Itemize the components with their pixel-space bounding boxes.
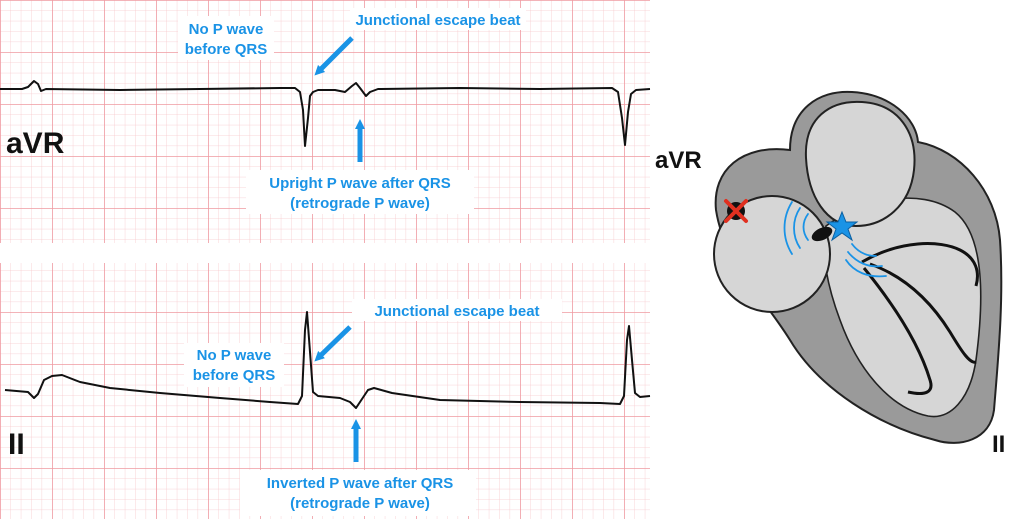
heart-diagram: aVR II <box>655 90 1005 458</box>
heart-left-atrium <box>804 100 916 228</box>
top-upright-line2: (retrograde P wave) <box>290 195 430 212</box>
top-ecg-trace <box>0 80 651 147</box>
top-escape-arrow <box>314 36 354 76</box>
bottom-escape-beat-label: Junctional escape beat <box>374 303 539 320</box>
heart-ii-label: II <box>992 431 1005 458</box>
bottom-ecg-strip: II Junctional escape beat No P wave befo… <box>0 263 651 519</box>
bottom-inverted-line2: (retrograde P wave) <box>290 495 430 512</box>
bottom-escape-arrow <box>314 325 352 362</box>
bottom-escape-bg <box>352 299 562 321</box>
heart-bundle-branch-inner <box>869 262 977 364</box>
bottom-inverted-bg <box>240 470 476 516</box>
top-lead-label: aVR <box>6 127 65 160</box>
heart-right-atrium <box>713 195 831 313</box>
heart-bundle-branch-left <box>861 242 979 287</box>
junctional-pacemaker-star-icon <box>825 210 859 242</box>
bottom-ecg-trace <box>4 311 651 409</box>
heart-avr-label: aVR <box>655 147 702 174</box>
top-no-p-bg <box>178 16 274 60</box>
top-ecg-strip: aVR No P wave before QRS Junctional esca… <box>0 0 651 243</box>
top-no-p-wave-line2: before QRS <box>185 41 268 58</box>
top-upright-bg <box>246 170 474 214</box>
bottom-lead-label: II <box>8 428 25 461</box>
top-escape-beat-label: Junctional escape beat <box>355 12 520 29</box>
av-node <box>811 226 833 242</box>
pacemaker-signal-waves-icon <box>783 201 887 278</box>
top-escape-bg <box>350 8 526 30</box>
bottom-no-p-wave-line1: No P wave <box>197 347 272 364</box>
sa-node-cross-icon <box>724 199 748 223</box>
top-no-p-wave-line1: No P wave <box>189 21 264 38</box>
bottom-no-p-bg <box>184 343 284 387</box>
heart-bundle-branch-right <box>862 267 933 395</box>
bottom-no-p-wave-line2: before QRS <box>193 367 276 384</box>
top-upright-line1: Upright P wave after QRS <box>269 175 450 192</box>
bottom-inverted-line1: Inverted P wave after QRS <box>267 475 453 492</box>
